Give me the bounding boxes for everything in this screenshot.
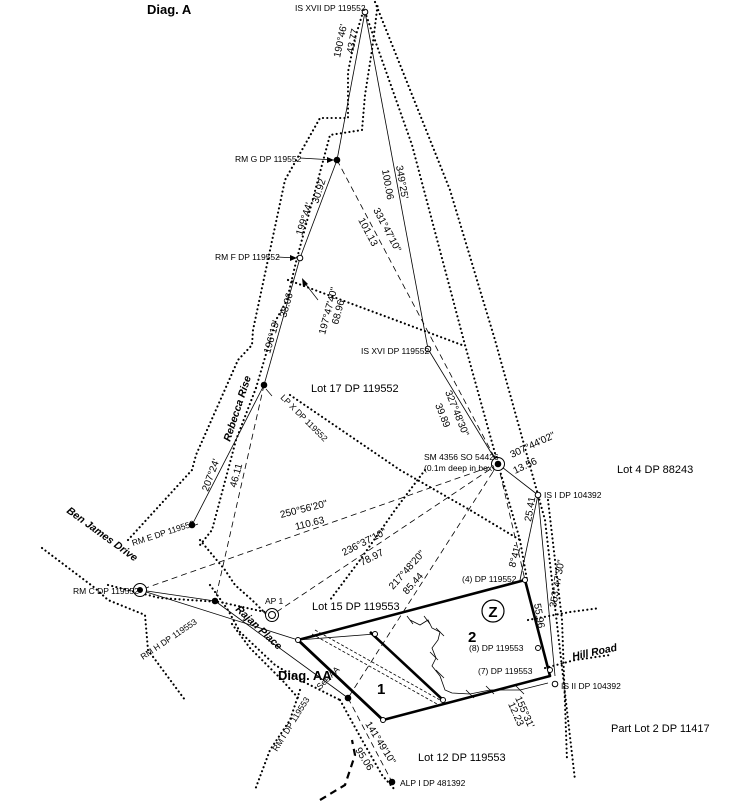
label-rm-g: RM G DP 119552 (235, 154, 302, 164)
lot-2-label: 2 (468, 629, 476, 646)
boundary-lines (40, 0, 612, 801)
m10-distance: 110.63 (294, 515, 326, 533)
parcel-lot17: Lot 17 DP 119552 (311, 383, 399, 395)
m13-distance: 25.41 (523, 496, 538, 523)
road-hill-road: Hill Road (571, 642, 619, 663)
subdivision-lots (296, 578, 552, 722)
mark-rm-f (296, 254, 304, 262)
m8-distance: 46.11 (228, 462, 245, 489)
mark-rm-e (188, 521, 196, 529)
m3-bearing: 331°47'10" (370, 206, 403, 254)
easement-line (311, 615, 549, 705)
mark-pt8 (535, 645, 541, 651)
m2-bearing: 349°25' (393, 165, 410, 200)
label-rm-f: RM F DP 119552 (215, 252, 280, 262)
mark-rm-i (344, 694, 352, 702)
m1-distance: 43.77 (345, 27, 361, 54)
parcel-part-lot2: Part Lot 2 DP 11417 (611, 723, 710, 735)
label-sm: SM 4356 SO 54426 (424, 452, 499, 462)
lot-1-label: 1 (377, 681, 385, 698)
label-rm-h: RM H DP 119553 (139, 616, 199, 661)
m14-distance: 55.96 (531, 603, 546, 630)
m8-bearing: 207°24' (200, 457, 222, 493)
m11-distance: 78.97 (358, 547, 386, 568)
label-is-xvii: IS XVII DP 119552 (295, 3, 366, 13)
mark-is-xvi (424, 345, 432, 353)
lot-z-circle (481, 599, 505, 623)
measurements: 190°46' 43.77 349°25' 100.06 331°47'10" … (200, 23, 567, 773)
mark-ap1-inner (268, 611, 276, 619)
mark-rm-h (211, 597, 219, 605)
mark-pt7 (547, 667, 553, 673)
leader-lines (189, 157, 335, 528)
parcel-lot4: Lot 4 DP 88243 (617, 464, 693, 476)
label-is-ii: IS II DP 104392 (561, 681, 621, 691)
label-rm-e: RM E DP 119552 (131, 518, 197, 548)
m4-bearing: 199°44' (294, 201, 315, 237)
label-pt8: (8) DP 119553 (469, 643, 524, 653)
mark-sm-inner (494, 460, 502, 468)
label-sm-note: (0.1m deep in box) (424, 463, 495, 473)
mark-rm-c-inner (137, 587, 143, 593)
parcel-lot15: Lot 15 DP 119553 (312, 601, 400, 613)
m6-distance: 38.06 (278, 291, 296, 319)
mark-is-xvii (361, 8, 369, 16)
label-is-xvi: IS XVI DP 119552 (361, 346, 429, 356)
label-is-i: IS I DP 104392 (544, 490, 602, 500)
lot-z-label: Z (488, 604, 497, 621)
m6-bearing: 196°13' (262, 319, 282, 355)
m16-distance: 95.06 (352, 746, 375, 773)
label-alp-i: ALP I DP 481392 (400, 778, 466, 788)
m2-distance: 100.06 (379, 169, 395, 201)
mark-pt4 (522, 577, 528, 583)
m4-distance: 30.92 (310, 177, 328, 205)
label-pt4: (4) DP 119552 (462, 574, 517, 584)
label-rm-c: RM C DP 119552 (73, 586, 139, 596)
m14-bearing: 353°47'30" (548, 559, 567, 609)
mark-is-ii (551, 680, 559, 688)
mark-rm-g (333, 156, 341, 164)
label-pt7: (7) DP 119553 (478, 666, 533, 676)
mark-is-i (534, 491, 542, 499)
parcel-lot12: Lot 12 DP 119553 (418, 752, 506, 764)
traverse-lines (139, 11, 556, 783)
diagram-a-title: Diag. A (147, 2, 192, 17)
mark-lp-x (260, 381, 268, 389)
label-lp-x: LP X DP 119552 (279, 392, 330, 443)
road-ben-james-drive: Ben James Drive (64, 505, 140, 565)
label-rm-i: RM I DP 119553 (270, 695, 312, 753)
mark-alp-i (388, 778, 396, 786)
survey-marks (133, 8, 559, 786)
label-ap1: AP 1 (265, 596, 284, 606)
diagram-aa-title: Diag. AA (278, 668, 332, 683)
